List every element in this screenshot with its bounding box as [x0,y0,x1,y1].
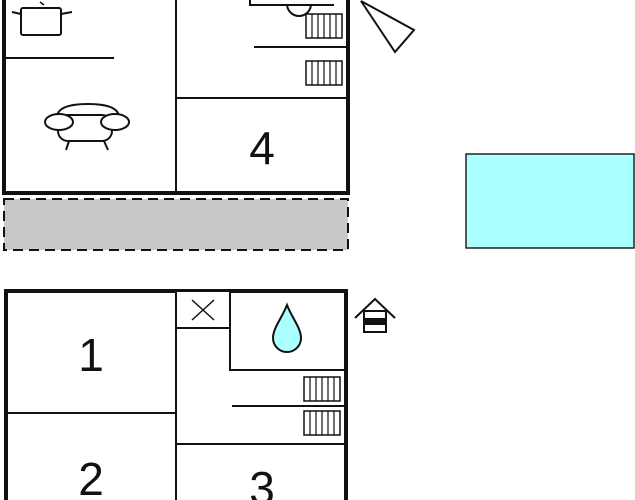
room-label-3: 3 [249,462,275,500]
radiator-icon [303,410,341,436]
house-entrance-icon [354,297,396,333]
water-drop-icon [271,302,303,353]
sofa-icon [44,102,130,151]
lower-floor: 1 2 3 [4,289,348,500]
upper-floor: 4 [2,0,350,195]
cooking-pot-icon [11,1,73,36]
pool [465,153,635,249]
upper-floor-counter [249,0,334,6]
north-arrow-icon [360,0,416,54]
radiator-icon [303,376,341,402]
bathroom-wall [229,328,346,371]
terrace-area [3,198,349,251]
radiator-icon [305,13,343,39]
toilet-cross-icon [191,299,215,321]
room-label-2: 2 [78,453,104,500]
radiator-icon [305,60,343,86]
room-label-1: 1 [78,329,104,381]
upper-floor-sink [286,3,312,17]
room-label-4: 4 [249,122,275,174]
